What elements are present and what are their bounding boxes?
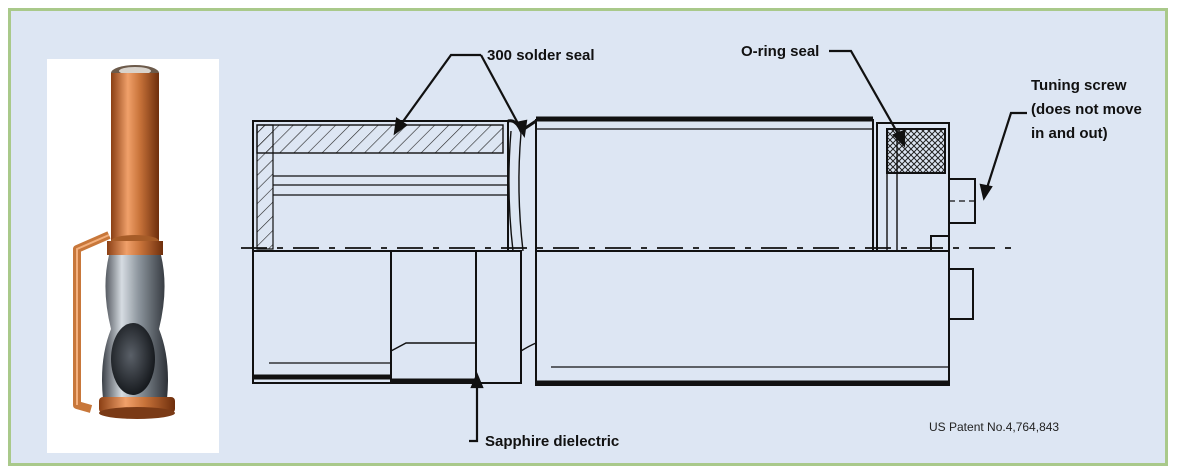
callout-leaders <box>393 49 1027 443</box>
resonator-photo-panel <box>47 59 219 453</box>
dark-dielectric-core <box>111 323 155 395</box>
solder-seal-label: 300 solder seal <box>487 47 595 64</box>
oring-seal-label: O-ring seal <box>741 43 819 60</box>
hatched-wall <box>256 124 504 154</box>
tuning-screw-label-1: Tuning screw <box>1031 77 1127 94</box>
lower-main-section <box>535 250 950 386</box>
patent-label: US Patent No.4,764,843 <box>929 420 1059 434</box>
tuning-screw-label-2: (does not move <box>1031 101 1142 118</box>
tuning-screw-label-3: in and out) <box>1031 125 1108 142</box>
sapphire-dielectric-label: Sapphire dielectric <box>485 433 619 450</box>
resonator-outline <box>252 116 976 386</box>
resonator-cross-section-diagram: 300 solder seal O-ring seal Tuning screw… <box>241 43 1142 450</box>
copper-resonator-photo <box>73 65 175 419</box>
copper-cylinder <box>111 73 159 241</box>
figure-frame: 300 solder seal O-ring seal Tuning screw… <box>8 8 1168 466</box>
